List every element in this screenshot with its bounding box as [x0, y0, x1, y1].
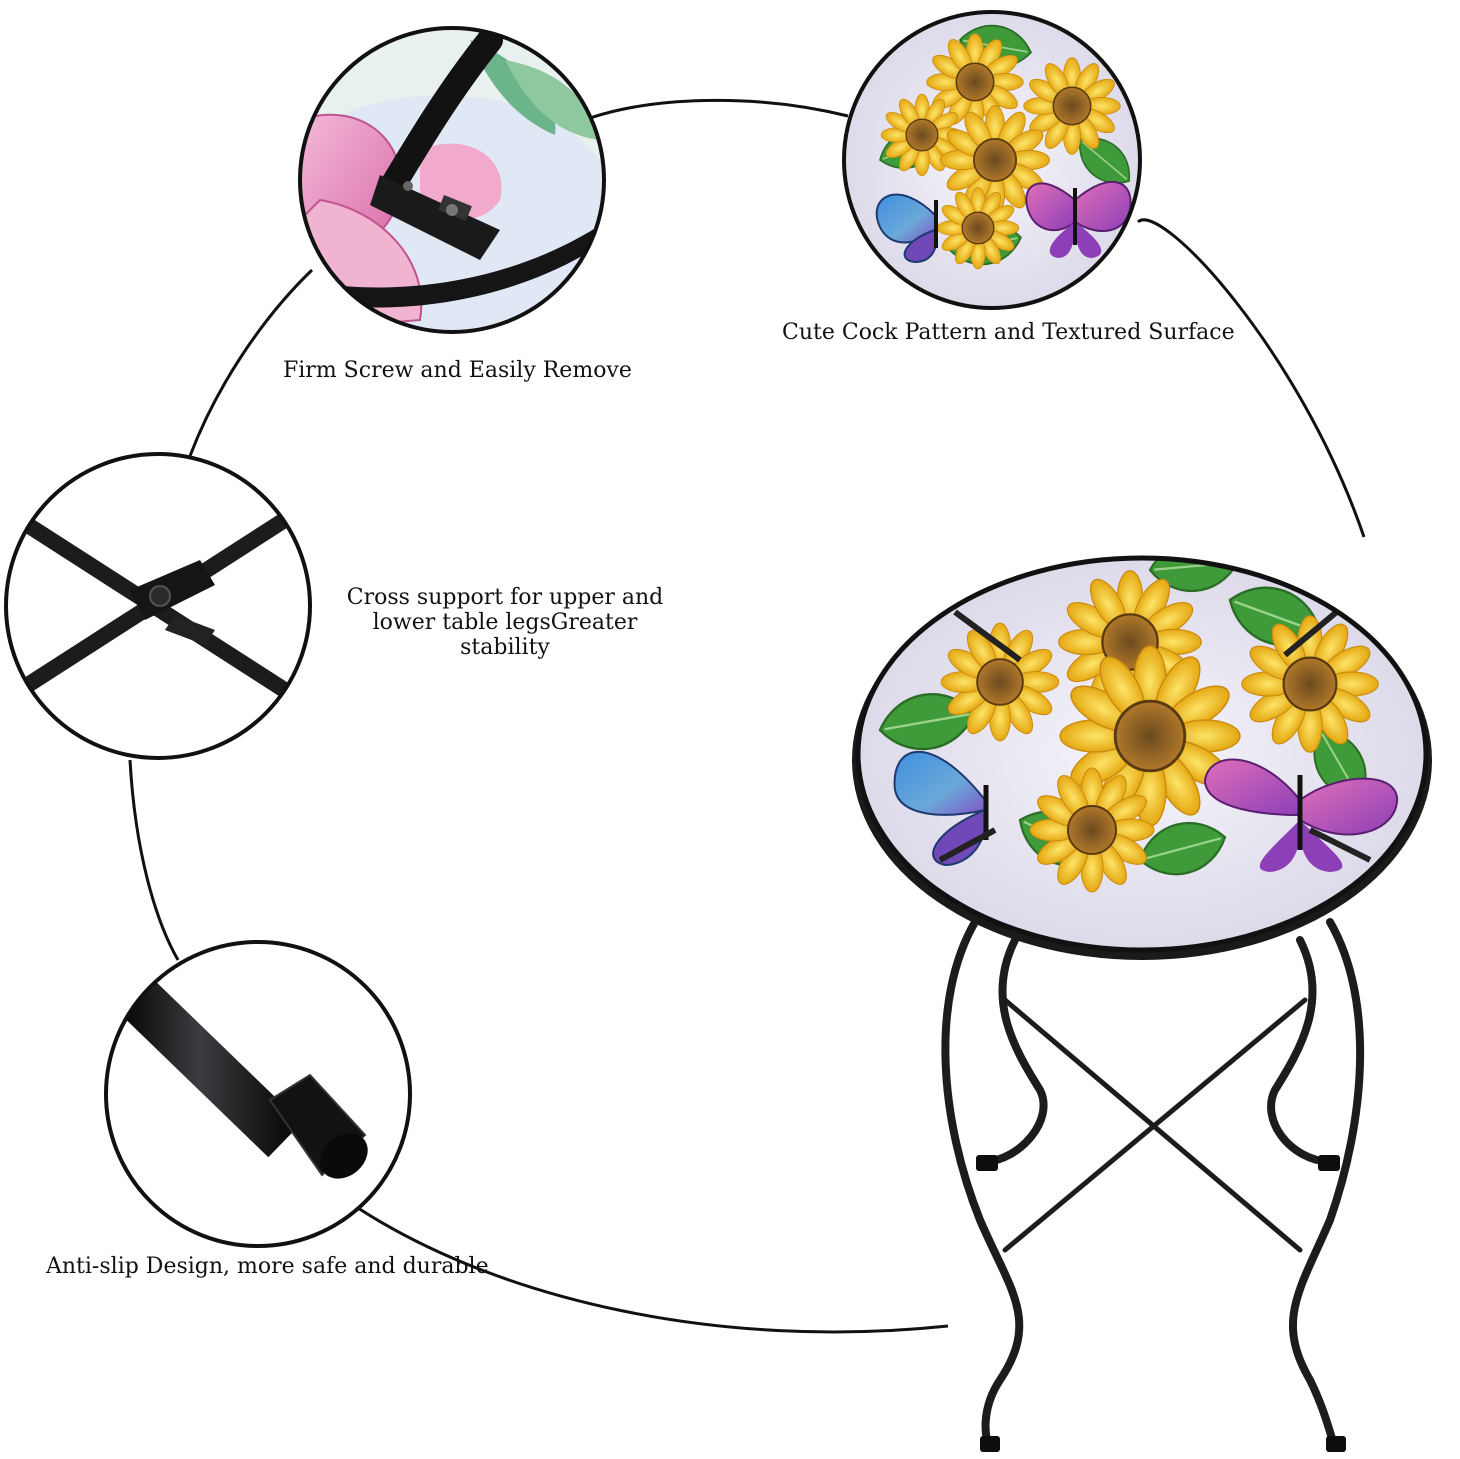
cross-support-detail-circle	[4, 452, 312, 760]
screw-detail-circle	[298, 26, 606, 334]
pattern-caption: Cute Cock Pattern and Textured Surface	[782, 320, 1235, 345]
screw-caption: Firm Screw and Easily Remove	[283, 358, 632, 383]
glass-tabletop	[858, 558, 1426, 950]
table-legs	[941, 918, 1365, 1452]
blue-butterfly	[875, 193, 938, 264]
pattern-detail-circle	[842, 10, 1142, 310]
cross-support-caption-line1: Cross support for upper and	[346, 585, 664, 610]
table-feet	[976, 1155, 1346, 1452]
connector-arc	[128, 98, 1366, 1334]
table-blue-butterfly	[893, 750, 989, 867]
cross-support-caption-line2: lower table legsGreater stability	[372, 610, 638, 660]
cross-support-caption: Cross support for upper and lower table …	[330, 585, 680, 660]
purple-butterfly	[1025, 181, 1132, 258]
anti-slip-caption: Anti-slip Design, more safe and durable	[46, 1254, 489, 1279]
anti-slip-detail-circle	[104, 940, 412, 1248]
mosaic-side-table	[852, 555, 1432, 1452]
